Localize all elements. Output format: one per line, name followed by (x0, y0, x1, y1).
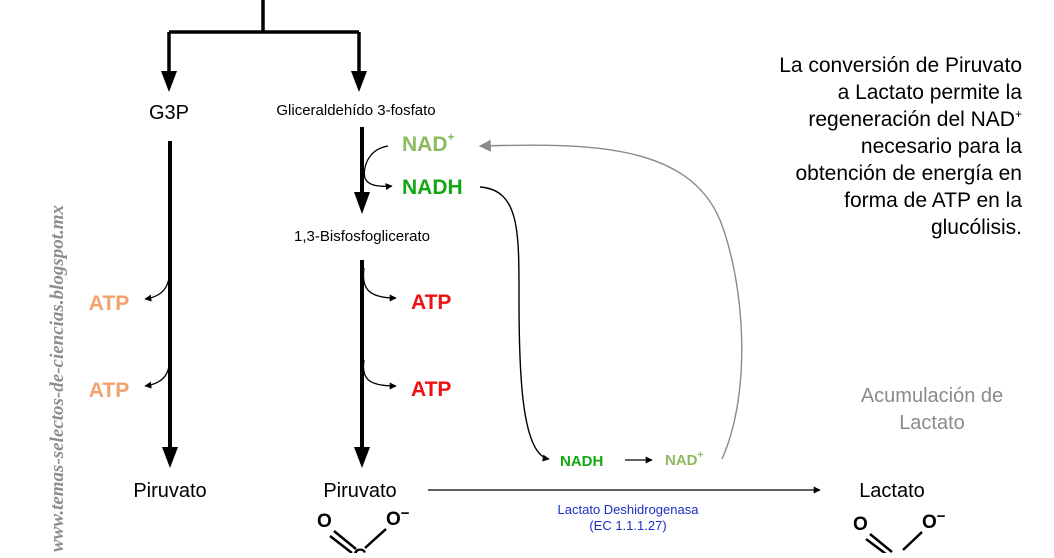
right-atp-1-curve (362, 267, 397, 302)
piruvato-carbon: C (353, 546, 367, 553)
left-atp-1-curve (144, 256, 171, 302)
lactato-carboxylate-structure: O O− (853, 508, 946, 555)
explanation-line-6: forma de ATP en la (844, 189, 1022, 212)
explanation-line-3: regeneración del NAD+ (700, 106, 1022, 133)
explanation-line-2: a Lactato permite la (837, 81, 1022, 104)
right-nad-plus-text: NAD (402, 133, 448, 156)
left-atp-2-curve (144, 346, 171, 389)
arrow-to-g3f (351, 71, 367, 92)
explanation-line-1: La conversión de Piruvato (779, 54, 1022, 77)
watermark: www.temas-selectos-de-ciencias.blogspot.… (47, 204, 68, 552)
nad-recycle-arrow (478, 139, 743, 460)
right-nad-plus-sign: + (448, 130, 455, 144)
split-connector (167, 0, 361, 72)
left-atp-1-label: ATP (89, 292, 129, 315)
left-pathway-arrowhead (162, 447, 178, 468)
nadh-transfer-arrow (479, 186, 550, 462)
right-atp-2-label: ATP (411, 378, 451, 401)
lactato-oxygen-minus: O− (922, 508, 946, 533)
right-atp-1-label: ATP (411, 291, 451, 314)
left-piruvato-label: Piruvato (133, 480, 206, 502)
right-nad-plus-label: NAD+ (402, 130, 455, 156)
right-arrowhead-2 (354, 447, 370, 468)
left-atp-2-label: ATP (89, 379, 129, 402)
explanation-line-3-text: regeneración del NAD (808, 108, 1015, 131)
nad-to-nadh-curve (363, 145, 393, 191)
arrow-to-g3p (161, 71, 177, 92)
accumulation-line-2: Lactato (899, 412, 965, 434)
lactato-label: Lactato (859, 480, 925, 502)
explanation-plus-sign: + (1014, 107, 1022, 121)
right-nadh-label: NADH (402, 176, 463, 199)
gliceraldehido-label: Gliceraldehído 3-fosfato (276, 102, 435, 119)
explanation-line-5: obtención de energía en (795, 162, 1022, 185)
explanation-text: La conversión de Piruvato a Lactato perm… (700, 52, 1022, 241)
right-atp-2-curve (362, 359, 397, 390)
piruvato-oxygen: O (317, 511, 332, 532)
piruvato-oxygen-minus: O− (386, 505, 410, 530)
reaction-nad-plus-label: NAD+ (665, 450, 704, 469)
right-piruvato-label: Piruvato (323, 480, 396, 502)
reaction-nadh-label: NADH (560, 453, 603, 470)
explanation-line-7: glucólisis. (930, 216, 1022, 239)
accumulation-line-1: Acumulación de (861, 385, 1003, 407)
explanation-line-4: necesario para la (860, 135, 1022, 158)
bisfosfoglicerato-label: 1,3-Bisfosfoglicerato (294, 228, 430, 245)
enzyme-label: Lactato Deshidrogenasa (558, 502, 700, 517)
g3p-label: G3P (149, 102, 189, 124)
right-arrowhead-1 (354, 192, 370, 214)
ec-number-label: (EC 1.1.1.27) (589, 518, 666, 533)
lactato-oxygen: O (853, 514, 868, 535)
piruvato-carboxylate-structure: O O− C (317, 505, 410, 558)
